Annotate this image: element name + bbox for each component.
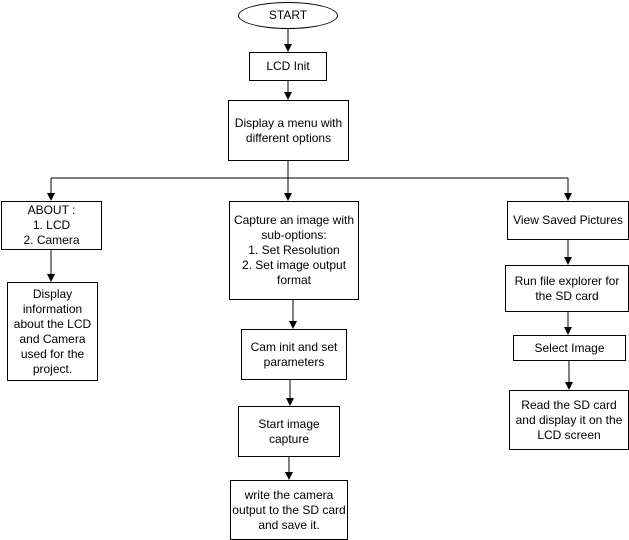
cam-init-text-line: parameters <box>263 354 325 369</box>
about-info-text-line: and Camera <box>19 331 86 346</box>
capture-text-line: Capture an image with <box>233 213 355 227</box>
file-explorer-text-line: the SD card <box>535 288 599 303</box>
select-image-text-line: Select Image <box>534 340 605 355</box>
write-sd-text-line: write the camera <box>244 487 334 502</box>
menu-text-line: Display a menu with <box>234 115 343 130</box>
about-info-text-line: about the LCD <box>13 316 92 331</box>
about-info-text-line: Display <box>32 286 73 301</box>
about-text-line: ABOUT : <box>27 203 76 217</box>
select-image-node: Select Image <box>513 335 626 361</box>
view-saved-pictures-node: View Saved Pictures <box>507 201 629 240</box>
view-saved-text-line: View Saved Pictures <box>513 213 623 227</box>
start-capture-text-line: Start image <box>258 416 320 431</box>
start-text-line: START <box>268 8 308 22</box>
about-text-line: 1. LCD <box>32 218 71 232</box>
read-sd-text-line: Read the SD card <box>521 397 617 412</box>
lcd-init-node: LCD Init <box>249 52 327 81</box>
about-text-line: 2. Camera <box>23 233 80 247</box>
file-explorer-text-line: Run file explorer for <box>514 273 620 288</box>
capture-text-line: format <box>276 273 311 287</box>
about-info-text-line: project. <box>32 361 73 376</box>
about-info-text-line: information <box>22 301 83 316</box>
cam-init-text-line: Cam init and set <box>250 339 338 354</box>
about-info-text-line: used for the <box>20 346 85 361</box>
start-capture-text-line: capture <box>268 431 310 446</box>
read-sd-text-line: and display it on the <box>515 412 623 427</box>
capture-text-line: sub-options: <box>261 228 327 242</box>
capture-text-line: 1. Set Resolution <box>248 243 340 257</box>
write-sd-text-line: and save it. <box>258 517 320 532</box>
menu-text-line: different options <box>245 130 332 145</box>
read-sd-text-line: LCD screen <box>537 427 601 442</box>
write-sd-text-line: output to the SD card <box>232 502 346 517</box>
lcd-init-text-line: LCD Init <box>266 59 310 73</box>
capture-text-line: 2. Set image output <box>241 258 347 272</box>
start-node: START <box>238 2 338 29</box>
